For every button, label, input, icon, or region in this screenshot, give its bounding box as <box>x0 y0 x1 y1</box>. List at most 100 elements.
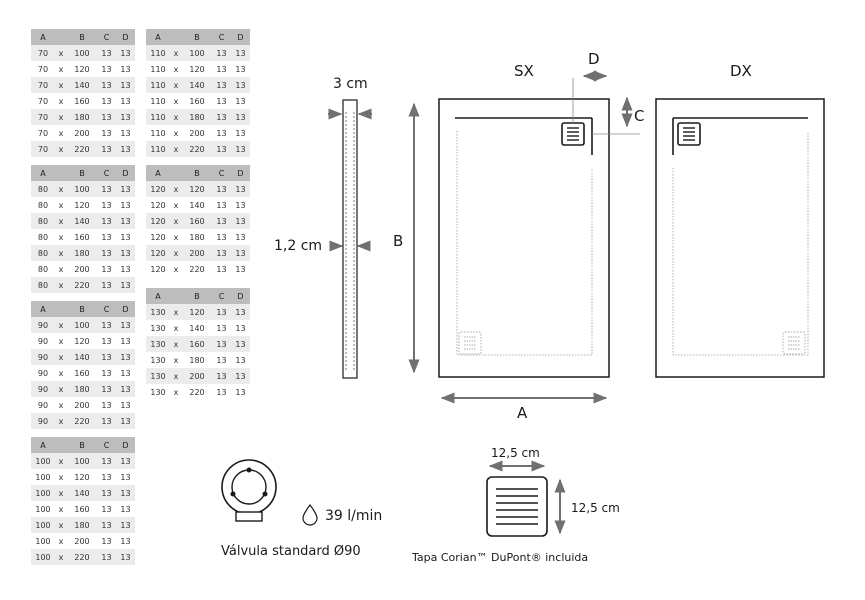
table-cell: 160 <box>182 336 212 352</box>
header-cell: B <box>182 288 212 304</box>
table-cell: 13 <box>120 232 131 242</box>
table-cell: 13 <box>216 128 227 138</box>
table-cell: x <box>173 387 179 397</box>
table-cell: 13 <box>116 549 135 565</box>
table-cell: 13 <box>120 64 131 74</box>
table-cell: 13 <box>101 200 112 210</box>
cover-width-label: 12,5 cm <box>491 446 540 460</box>
table-cell: 110 <box>146 109 170 125</box>
header-cell: C <box>97 29 116 45</box>
table-cell: 13 <box>116 277 135 293</box>
table-cell: 120 <box>150 264 166 274</box>
table-cell: 13 <box>101 232 112 242</box>
alt-drain-position-icon <box>458 331 482 355</box>
table-cell: 13 <box>231 213 250 229</box>
table-cell: 13 <box>235 128 246 138</box>
table-cell: 13 <box>97 517 116 533</box>
table-cell: 120 <box>182 304 212 320</box>
header-cell: D <box>116 165 135 181</box>
table-cell: x <box>55 213 67 229</box>
dimension-d-label: D <box>588 50 600 68</box>
table-cell: 13 <box>216 200 227 210</box>
table-cell: 13 <box>212 181 231 197</box>
table-cell: 80 <box>37 200 49 210</box>
table-cell: 80 <box>31 213 55 229</box>
dimension-c-label: C <box>634 107 645 125</box>
table-cell: 100 <box>35 504 51 514</box>
header-cell: D <box>231 165 250 181</box>
header-cell: A <box>146 288 170 304</box>
header-cell: B <box>67 29 97 45</box>
table-cell: 220 <box>67 141 97 157</box>
table-cell: x <box>58 336 64 346</box>
table-cell: 13 <box>97 317 116 333</box>
cover-height-label: 12,5 cm <box>571 501 620 515</box>
header-cell: A <box>31 437 55 453</box>
table-cell: 160 <box>182 213 212 229</box>
header-cell <box>170 288 182 304</box>
table-cell: 80 <box>31 277 55 293</box>
table-cell: 13 <box>120 472 131 482</box>
table-cell: 160 <box>74 368 90 378</box>
table-cell: 120 <box>74 336 90 346</box>
table-cell: 180 <box>67 517 97 533</box>
table-cell: 130 <box>146 368 170 384</box>
valve-icon <box>221 459 277 522</box>
table-cell: 13 <box>231 45 250 61</box>
table-cell: x <box>170 336 182 352</box>
table-cell: 13 <box>216 323 227 333</box>
header-cell <box>55 437 67 453</box>
table-cell: 13 <box>231 141 250 157</box>
table-cell: 70 <box>31 77 55 93</box>
table-cell: 13 <box>120 96 131 106</box>
table-cell: 180 <box>67 245 97 261</box>
table-cell: 80 <box>31 245 55 261</box>
table-cell: 140 <box>182 77 212 93</box>
table-cell: 13 <box>97 277 116 293</box>
table-cell: x <box>55 141 67 157</box>
table-cell: 130 <box>150 355 166 365</box>
table-cell: 13 <box>216 96 227 106</box>
thickness-side-label: 1,2 cm <box>274 238 323 254</box>
header-cell: D <box>116 437 135 453</box>
table-cell: 120 <box>182 181 212 197</box>
table-cell: 80 <box>31 181 55 197</box>
table-cell: 13 <box>97 485 116 501</box>
table-cell: 13 <box>116 213 135 229</box>
table-cell: 13 <box>231 304 250 320</box>
table-cell: 13 <box>216 264 227 274</box>
table-cell: 90 <box>31 317 55 333</box>
header-cell: A <box>146 165 170 181</box>
table-cell: 13 <box>116 413 135 429</box>
table-cell: 13 <box>101 504 112 514</box>
table-cell: 13 <box>116 453 135 469</box>
table-cell: 13 <box>101 64 112 74</box>
table-cell: 140 <box>67 213 97 229</box>
table-cell: 13 <box>97 77 116 93</box>
table-cell: 180 <box>67 381 97 397</box>
table-cell: 140 <box>67 77 97 93</box>
table-cell: 13 <box>97 109 116 125</box>
table-cell: 200 <box>74 536 90 546</box>
table-cell: 200 <box>189 128 205 138</box>
table-cell: x <box>55 181 67 197</box>
header-cell <box>55 165 67 181</box>
table-cell: 200 <box>182 245 212 261</box>
header-cell: D <box>231 29 250 45</box>
table-cell: x <box>170 304 182 320</box>
table-cell: 13 <box>120 400 131 410</box>
table-cell: 70 <box>37 96 49 106</box>
table-cell: 13 <box>101 96 112 106</box>
